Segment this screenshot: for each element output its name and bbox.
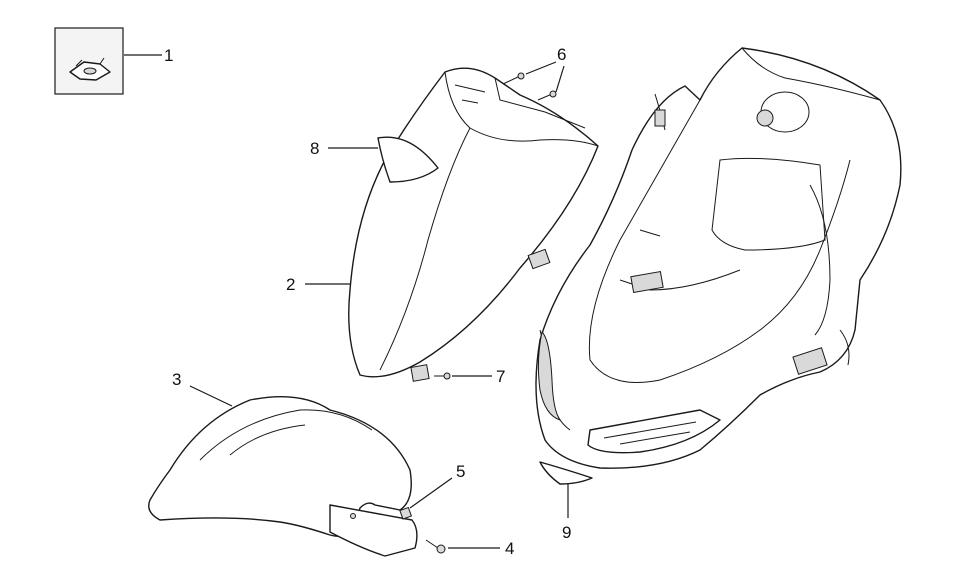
part-4-bolt: 4 [425, 539, 514, 558]
part-8-small-cover: 8 [310, 136, 439, 183]
part-7-screw: 7 [434, 367, 505, 386]
front-shield-clip [654, 109, 666, 127]
callout-8: 8 [310, 139, 319, 158]
inner-shield-flange [494, 77, 586, 129]
front-shield-lower-grille [587, 409, 721, 454]
callout-6: 6 [557, 45, 566, 64]
leader-3 [189, 385, 233, 407]
clip-nut-hole [83, 67, 97, 75]
part-6-screws: 6 [502, 45, 566, 101]
inner-shield-tab [527, 248, 551, 270]
front-shield-inner-contour [588, 99, 851, 383]
lower-cover-shape [539, 461, 593, 485]
callout-7: 7 [496, 367, 505, 386]
front-shield-foot-tab [792, 347, 828, 375]
mudguard-body [148, 396, 412, 537]
inset-frame [54, 27, 124, 95]
inner-shield-lower-tab [410, 364, 430, 382]
front-shield-hook [630, 270, 664, 294]
part-3-front-mudguard: 3 [148, 370, 418, 557]
clip-nut-tabs [75, 57, 105, 67]
part-5-nut: 5 [399, 462, 465, 520]
inner-shield-upper-edge [444, 71, 599, 147]
part-9-lower-cover: 9 [539, 461, 593, 542]
leader-5 [409, 477, 453, 509]
screw-6b-head [549, 90, 557, 98]
front-shield-right-tip [839, 329, 850, 366]
nut-5-shape [399, 506, 413, 520]
mudguard-bracket-hole [350, 513, 356, 519]
front-shield-glovebox-lines [619, 229, 741, 291]
screw-6a-head [517, 72, 525, 80]
front-shield-right-bracket [809, 184, 831, 336]
front-shield [535, 47, 902, 469]
callout-1: 1 [164, 46, 173, 65]
screw-7-head [443, 372, 451, 380]
front-shield-glovebox-opening [711, 157, 826, 251]
front-shield-top-edge [741, 47, 881, 101]
inner-shield-crease [379, 127, 471, 371]
mudguard-ridge [229, 424, 306, 456]
screw-6a-shaft [502, 75, 521, 85]
callout-2: 2 [286, 275, 295, 294]
front-shield-left-light [537, 330, 562, 421]
leader-6b [555, 65, 565, 93]
bolt-4-shaft [425, 539, 439, 549]
front-shield-outline [535, 47, 902, 469]
callout-5: 5 [456, 462, 465, 481]
callout-4: 4 [505, 539, 514, 558]
callout-3: 3 [172, 370, 181, 389]
front-shield-grille-slats [603, 421, 697, 445]
mudguard-crest [199, 409, 373, 461]
part-1-clip-nut-inset: 1 [54, 27, 173, 95]
inner-shield-vents [454, 84, 486, 104]
bolt-4-head [436, 544, 446, 554]
leader-6a [525, 61, 557, 75]
front-shield-lock-core [756, 109, 774, 127]
small-cover-shape [377, 136, 439, 183]
callout-9: 9 [562, 523, 571, 542]
